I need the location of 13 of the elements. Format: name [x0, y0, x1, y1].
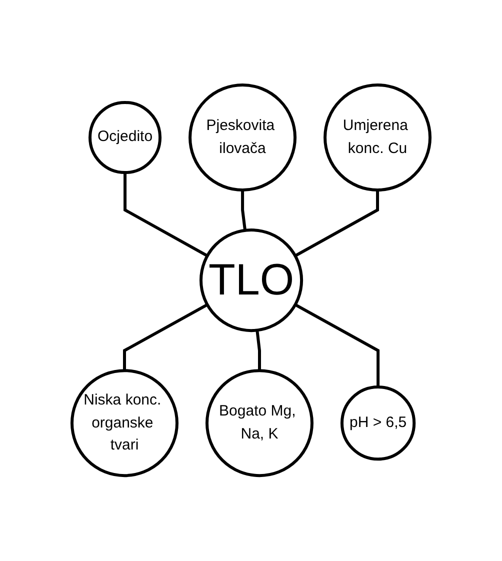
node-circle: pH > 6,5: [340, 386, 416, 461]
connector: [124, 172, 208, 258]
connector: [241, 190, 247, 231]
node-circle: Ocjedito: [88, 101, 162, 174]
node-circle: TLO: [199, 228, 304, 332]
node-circle: Pjeskovita ilovača: [188, 84, 297, 192]
connector: [294, 304, 380, 388]
node-circle: Niska konc. organske tvari: [70, 369, 178, 478]
connector: [294, 190, 380, 258]
node-circle: Bogato Mg, Na, K: [205, 369, 314, 478]
node-circle: Umjerena konc. Cu: [324, 84, 432, 192]
connector: [122, 304, 208, 371]
connector: [256, 330, 261, 371]
